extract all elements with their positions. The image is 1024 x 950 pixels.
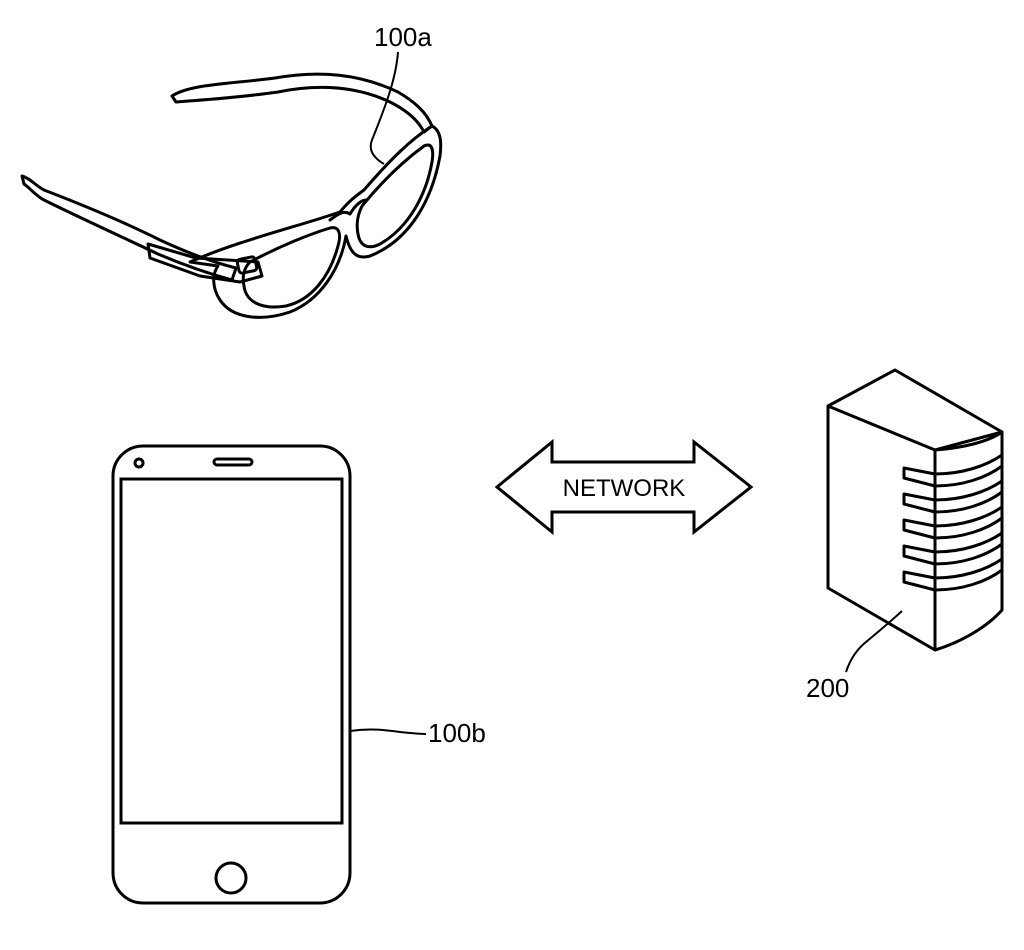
phone-speaker-icon	[212, 457, 254, 467]
server-slots	[902, 453, 1003, 592]
server-top-face	[826, 368, 1004, 452]
server-slot	[902, 557, 1003, 592]
glasses-leader-line	[369, 51, 399, 165]
server-slot	[902, 453, 1003, 488]
phone-leader-line	[349, 728, 427, 735]
smart-glasses	[20, 72, 443, 319]
server-left-face	[826, 406, 937, 652]
phone-home-button	[214, 861, 248, 895]
network-label: NETWORK	[563, 475, 686, 502]
server-slot	[902, 531, 1003, 566]
glasses-near-temple	[20, 174, 238, 282]
phone-screen	[119, 477, 344, 825]
phone-ref-label: 100b	[428, 718, 486, 748]
glasses-camera-module	[235, 255, 259, 275]
network-double-arrow	[494, 438, 754, 536]
server-leader-line	[845, 610, 903, 673]
glasses-frame	[188, 124, 443, 319]
server-front-face	[934, 430, 1004, 652]
phone-body	[111, 444, 352, 905]
smartphone	[111, 444, 352, 905]
glasses-ref-label: 100a	[374, 22, 432, 52]
glasses-left-lens	[241, 226, 342, 309]
glasses-right-lens	[355, 143, 435, 249]
glasses-bridge	[328, 198, 368, 222]
server-slot	[902, 479, 1003, 514]
phone-camera-icon	[133, 457, 145, 469]
server-ref-label: 200	[806, 673, 849, 703]
server-slot	[902, 505, 1003, 540]
server	[826, 368, 1004, 652]
glasses-hinge	[146, 242, 264, 284]
